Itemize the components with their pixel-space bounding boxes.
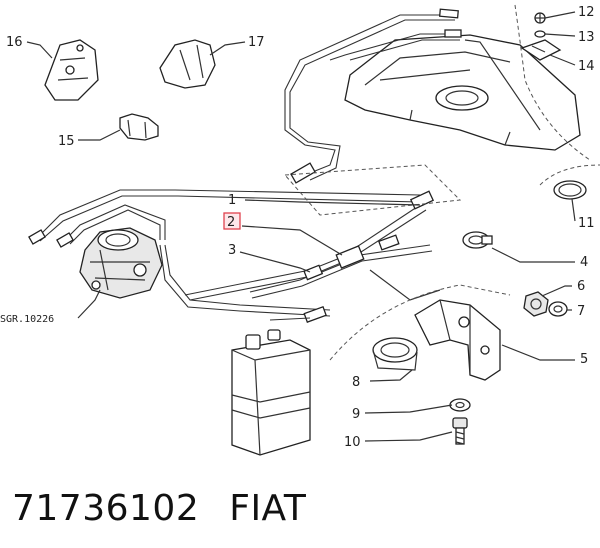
clip-15 <box>119 113 159 141</box>
nut-6 <box>523 291 549 317</box>
bracket-16 <box>44 39 99 101</box>
vapor-canister <box>231 329 311 456</box>
callout-5[interactable]: 5 <box>580 352 588 367</box>
callout-3[interactable]: 3 <box>228 243 236 258</box>
hose-clamp-4 <box>462 231 493 249</box>
callout-9[interactable]: 9 <box>352 407 360 422</box>
leader-lines <box>26 11 576 442</box>
main-pipe-assembly <box>184 190 435 323</box>
callout-14[interactable]: 14 <box>578 59 595 74</box>
callout-13[interactable]: 13 <box>578 30 595 45</box>
clip-17 <box>159 39 216 89</box>
washer-7 <box>548 301 568 317</box>
callout-4[interactable]: 4 <box>580 255 588 270</box>
callout-16[interactable]: 16 <box>6 35 23 50</box>
dashed-outline <box>283 164 462 216</box>
mounting-bracket-5 <box>414 299 501 381</box>
callout-15[interactable]: 15 <box>58 134 75 149</box>
highlight-box-2 <box>223 212 241 230</box>
bracket-line <box>369 269 441 301</box>
callout-2[interactable]: 2 <box>227 215 235 230</box>
part-number: 71736102 <box>12 487 200 529</box>
callout-11[interactable]: 11 <box>578 216 595 231</box>
fuel-tank <box>344 34 581 151</box>
carburetor <box>79 227 163 299</box>
callout-1[interactable]: 1 <box>228 193 236 208</box>
caption: 71736102 FIAT <box>12 478 306 538</box>
bracket-14 <box>520 39 562 61</box>
bolt-10 <box>452 417 468 445</box>
callout-10[interactable]: 10 <box>344 435 361 450</box>
hose-clamp-8 <box>372 337 418 371</box>
source-code-label: SGR.10226 <box>0 314 54 325</box>
brand-name: FIAT <box>229 487 307 529</box>
fuel-lines-top <box>284 8 462 184</box>
clip-12 <box>534 12 546 24</box>
tank-boundary <box>514 4 591 161</box>
tank-boundary-lower <box>539 164 600 186</box>
callout-12[interactable]: 12 <box>578 5 595 20</box>
callout-7[interactable]: 7 <box>577 304 585 319</box>
washer-13 <box>534 30 546 38</box>
callout-8[interactable]: 8 <box>352 375 360 390</box>
callout-17[interactable]: 17 <box>248 35 265 50</box>
callout-6[interactable]: 6 <box>577 279 585 294</box>
washer-9 <box>449 398 471 412</box>
carburetor-hoses <box>28 189 421 317</box>
o-ring-11 <box>553 180 587 200</box>
